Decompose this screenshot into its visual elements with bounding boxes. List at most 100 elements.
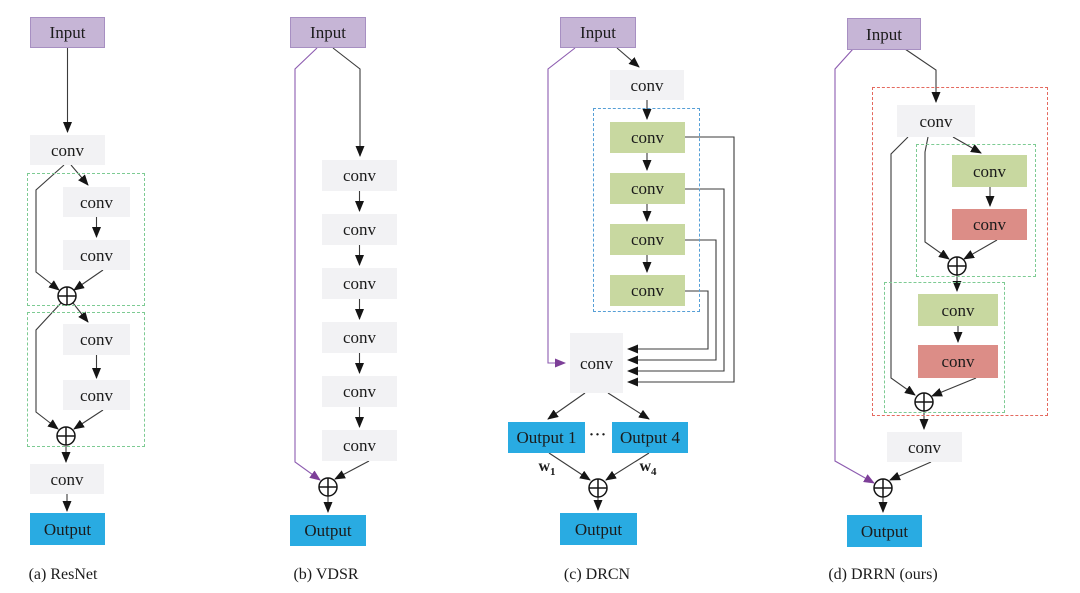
- conv-label: conv: [630, 281, 665, 300]
- arrow-conv-to-output4: [607, 392, 650, 420]
- conv-box: conv: [30, 135, 105, 165]
- skip-input-to-final-add: [834, 48, 875, 484]
- residual-conv-box: conv: [952, 209, 1027, 240]
- weight1-label: w1: [532, 458, 562, 478]
- input-box: Input: [560, 17, 636, 48]
- conv-label: conv: [630, 75, 664, 95]
- panel-c-connectors: [547, 47, 735, 511]
- recursive-block-border: [593, 108, 700, 312]
- skip-input-to-add: [294, 47, 321, 481]
- skip-input-to-reconstruction-conv: [547, 47, 576, 368]
- conv-box: conv: [322, 376, 397, 407]
- reconstruction-conv-box: conv: [570, 333, 623, 393]
- arrow-unit1-conv2-to-add: [963, 239, 998, 260]
- residual-block1-border: [27, 173, 145, 306]
- panel-d-connectors: [834, 48, 998, 513]
- output-label: Output: [43, 519, 92, 539]
- add-icon: [914, 392, 934, 412]
- input-box: Input: [290, 17, 366, 48]
- arrow-input-to-conv: [904, 48, 941, 103]
- output-label: Output: [304, 521, 352, 540]
- recursive-conv-box: conv: [918, 294, 998, 326]
- add-icon: [947, 256, 967, 276]
- arrow-block1-conv2-to-add1: [73, 269, 104, 291]
- panel-c-caption: (c) DRCN: [563, 566, 631, 583]
- conv-label: conv: [342, 382, 377, 401]
- conv-box: conv: [63, 240, 130, 270]
- weight4-label: w4: [633, 458, 663, 478]
- input-box: Input: [30, 17, 105, 48]
- output-box: Output: [290, 515, 366, 546]
- panel-d-caption: (d) DRRN (ours): [828, 566, 938, 583]
- weight1-sub: 1: [550, 466, 556, 479]
- conv-box: conv: [897, 105, 975, 137]
- arrow-input-to-conv: [616, 47, 640, 68]
- conv-box: conv: [63, 187, 130, 217]
- ellipsis-label: ···: [588, 427, 607, 443]
- arrow-conv-to-output1: [547, 392, 586, 420]
- arrow-input-to-conv1: [332, 47, 365, 157]
- arrow-block2-conv2-to-add2: [73, 409, 104, 430]
- output-box: Output: [847, 515, 922, 547]
- recursive2-feedback-line: [627, 188, 725, 376]
- weight1-base: w: [538, 458, 551, 475]
- conv-label: conv: [907, 437, 942, 457]
- conv-box: conv: [30, 464, 104, 494]
- conv-label: conv: [342, 220, 377, 239]
- residual-unit2-border: [884, 282, 1005, 413]
- panel-a-connectors: [35, 48, 104, 512]
- recursive-conv-box: conv: [952, 155, 1027, 187]
- panel-b-connectors: [294, 47, 370, 513]
- recursive4-feedback-line: [627, 290, 709, 354]
- recursive1-feedback-line: [627, 136, 735, 387]
- conv-label: conv: [919, 111, 953, 131]
- output-label: Output: [860, 521, 909, 541]
- weight4-base: w: [639, 458, 652, 475]
- output-box: Output: [30, 513, 105, 545]
- output1-box: Output 1: [508, 422, 585, 453]
- conv-label: conv: [579, 353, 614, 373]
- panel-b-caption: (b) VDSR: [293, 566, 359, 583]
- add-icon: [588, 478, 608, 498]
- conv-label: conv: [941, 352, 975, 371]
- conv-box: conv: [887, 432, 962, 462]
- conv-label: conv: [50, 469, 84, 489]
- output-box: Output: [560, 513, 637, 545]
- conv-label: conv: [79, 330, 114, 349]
- conv-label: conv: [972, 161, 1007, 181]
- input-label: Input: [866, 24, 902, 44]
- skip-conv-to-add1: [35, 164, 65, 291]
- conv-label: conv: [342, 166, 377, 185]
- conv-label: conv: [630, 230, 665, 249]
- arrow-conv-to-unit1: [952, 136, 982, 154]
- recursive-conv-box: conv: [610, 224, 685, 255]
- residual-conv-box: conv: [918, 345, 998, 378]
- recursive-block-border: [872, 87, 1048, 416]
- conv-box: conv: [322, 322, 397, 353]
- skip-conv-to-unit2-add: [890, 136, 916, 396]
- conv-label: conv: [342, 328, 377, 347]
- recursive-conv-box: conv: [610, 173, 685, 204]
- recursive-conv-box: conv: [610, 275, 685, 306]
- input-label: Input: [310, 23, 346, 42]
- panel-a-caption: (a) ResNet: [28, 566, 98, 583]
- recursive3-feedback-line: [627, 239, 717, 365]
- weight4-sub: 4: [651, 466, 657, 479]
- arrow-unit2-conv2-to-add: [931, 377, 977, 397]
- output-label: Output: [574, 519, 623, 539]
- conv-box: conv: [322, 268, 397, 299]
- conv-label: conv: [630, 179, 665, 198]
- skip-add1-to-add2: [35, 302, 62, 430]
- conv-box: conv: [63, 324, 130, 355]
- conv-label: conv: [79, 192, 114, 212]
- conv-box: conv: [322, 430, 397, 461]
- conv-label: conv: [50, 140, 85, 160]
- conv-box: conv: [322, 160, 397, 191]
- arrow-conv-to-final-add: [889, 461, 932, 481]
- conv-label: conv: [342, 436, 377, 455]
- recursive-conv-box: conv: [610, 122, 685, 153]
- add-icon: [56, 426, 76, 446]
- conv-box: conv: [322, 214, 397, 245]
- add-icon: [873, 478, 893, 498]
